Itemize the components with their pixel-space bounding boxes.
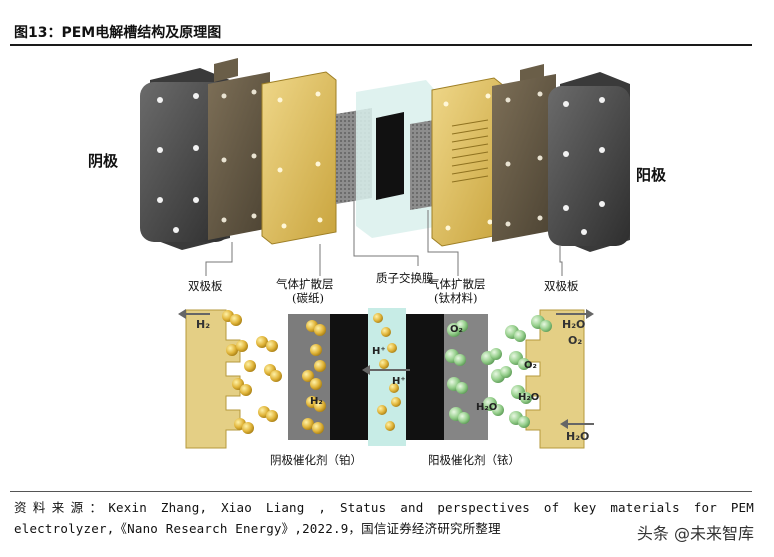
- exploded-stack: [140, 58, 630, 252]
- o2-h2o-molecules: [445, 315, 552, 428]
- anode-label: 阳极: [636, 166, 667, 184]
- source-line-1: 资料来源：Kexin Zhang, Xiao Liang , Status an…: [14, 500, 754, 515]
- flow-arrows: [178, 309, 594, 429]
- h2o-out-label: H₂O: [562, 318, 585, 331]
- cathode-label: 阴极: [88, 152, 119, 170]
- left-catalyst-section: [330, 314, 368, 440]
- right-gold-plate: [431, 77, 505, 247]
- h2o-channel-label: H₂O: [518, 392, 539, 403]
- cathode-catalyst-label: 阴极催化剂（铂）: [270, 453, 362, 467]
- leader-lines: [205, 200, 563, 276]
- watermark: 头条 @未来智库: [636, 524, 754, 543]
- gdl-right-label: 气体扩散层: [428, 277, 486, 291]
- source-note: 资料来源：Kexin Zhang, Xiao Liang , Status an…: [14, 497, 754, 539]
- h2o-gdl-label: H₂O: [476, 402, 497, 413]
- bipolar-plate-left-label: 双极板: [188, 279, 223, 293]
- o2-channel-label: O₂: [524, 360, 537, 371]
- h2-gdl-label: H₂: [310, 396, 323, 407]
- right-catalyst-section: [406, 314, 444, 440]
- anode-catalyst-label: 阳极催化剂（铱）: [428, 453, 520, 467]
- h-plus-label-2: H⁺: [392, 376, 406, 387]
- gdl-left-sublabel: (碳纸): [292, 291, 324, 305]
- figure-title: 图13：PEM电解槽结构及原理图: [14, 25, 222, 41]
- h2o-in-label: H₂O: [566, 430, 589, 443]
- left-bipolar-plate-section: [185, 309, 241, 449]
- left-gold-plate: [261, 71, 337, 245]
- pem-diagram: 阴极 阳极 双极板 气体扩散层 (碳纸) 质子交换膜 气体扩散层 (钛材料) 双…: [88, 58, 667, 467]
- h2-molecules: [222, 310, 401, 434]
- o2-out-label: O₂: [568, 334, 582, 347]
- bottom-rule: [10, 491, 752, 492]
- h2-out-label: H₂: [196, 318, 210, 331]
- o2-cat-label: O₂: [450, 324, 463, 335]
- source-line-2: electrolyzer,《Nano Research Energy》,2022…: [14, 521, 501, 536]
- membrane-label: 质子交换膜: [376, 271, 434, 285]
- gdl-left-label: 气体扩散层: [276, 277, 334, 291]
- left-gasket: [208, 58, 270, 240]
- gdl-right-sublabel: (钛材料): [434, 291, 477, 305]
- h-plus-label-1: H⁺: [372, 346, 386, 357]
- right-gasket: [492, 64, 556, 242]
- bipolar-plate-right-label: 双极板: [544, 279, 579, 293]
- title-rule: [10, 44, 752, 46]
- right-end-plate: [548, 72, 630, 252]
